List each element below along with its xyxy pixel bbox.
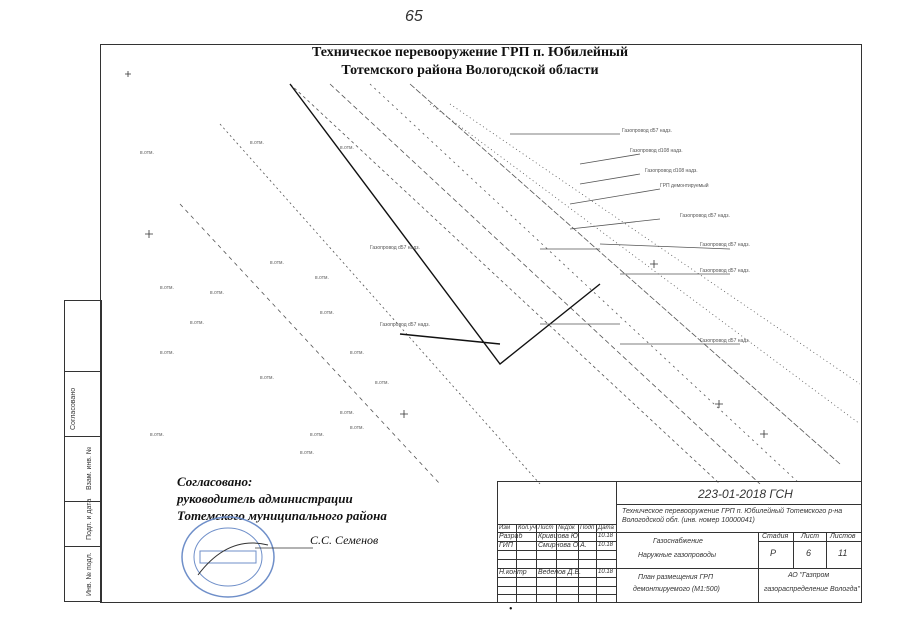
round-seal-icon bbox=[181, 516, 275, 598]
project-name-2: Вологодской обл. (инв. номер 10000041) bbox=[622, 517, 755, 524]
svg-text:в.отм.: в.отм. bbox=[250, 140, 264, 146]
row-name-nkontr: Веденов Д.В. bbox=[538, 569, 582, 576]
svg-text:в.отм.: в.отм. bbox=[270, 260, 284, 266]
project-name: Техническое перевооружение ГРП п. Юбилей… bbox=[622, 508, 843, 515]
svg-text:в.отм.: в.отм. bbox=[315, 275, 329, 281]
svg-text:Газопровод d57 надз.: Газопровод d57 надз. bbox=[700, 242, 750, 248]
section-name-2: Наружные газопроводы bbox=[638, 552, 717, 559]
stage-label: Стадия bbox=[762, 533, 789, 540]
svg-text:Газопровод d57 надз.: Газопровод d57 надз. bbox=[700, 338, 750, 344]
svg-text:в.отм.: в.отм. bbox=[140, 150, 154, 156]
col-header-date: Дата bbox=[598, 525, 614, 531]
svg-text:Газопровод d57 надз.: Газопровод d57 надз. bbox=[380, 322, 430, 328]
svg-text:Газопровод d57 надз.: Газопровод d57 надз. bbox=[622, 128, 672, 134]
signature-line bbox=[255, 547, 313, 549]
svg-text:в.отм.: в.отм. bbox=[150, 432, 164, 438]
row-role-nkontr: Н.контр bbox=[499, 569, 527, 576]
sheet-label: Лист bbox=[801, 533, 820, 540]
col-header-podp: Подп bbox=[580, 525, 595, 531]
svg-text:в.отм.: в.отм. bbox=[340, 410, 354, 416]
approval-block: Согласовано: руководитель администрации … bbox=[177, 473, 387, 524]
drawing-title: Техническое перевооружение ГРП п. Юбилей… bbox=[270, 44, 670, 80]
svg-text:в.отм.: в.отм. bbox=[160, 350, 174, 356]
side-label-agreed: Согласовано bbox=[70, 387, 77, 430]
page-number: 65 bbox=[405, 8, 423, 25]
row-role-dev: Разраб bbox=[499, 533, 523, 540]
approval-line-2: руководитель администрации bbox=[177, 491, 353, 506]
col-header-list: Лист bbox=[538, 525, 554, 531]
svg-text:в.отм.: в.отм. bbox=[350, 350, 364, 356]
sheets-value: 11 bbox=[838, 548, 848, 558]
col-header-izm: Изм bbox=[499, 525, 511, 531]
svg-text:в.отм.: в.отм. bbox=[260, 375, 274, 381]
section-name: Газоснабжение bbox=[653, 538, 703, 545]
col-header-kol: Кол.уч bbox=[518, 525, 536, 531]
approval-line-3: Тотемского муниципального района bbox=[177, 508, 387, 523]
row-name-dev: Кривцова Ю. bbox=[538, 533, 580, 540]
sheet-title: План размещения ГРП bbox=[638, 574, 714, 581]
svg-text:в.отм.: в.отм. bbox=[160, 285, 174, 291]
col-header-doc: №Док bbox=[558, 525, 575, 531]
org-name-2: газораспределение Вологда" bbox=[764, 586, 860, 593]
title-block: 223-01-2018 ГСН Техническое перевооружен… bbox=[497, 481, 862, 603]
row-date-gip: 10.18 bbox=[598, 542, 614, 548]
row-date-nkontr: 10.18 bbox=[598, 569, 614, 575]
svg-text:Газопровод d108 надз.: Газопровод d108 надз. bbox=[630, 148, 683, 154]
svg-text:Газопровод d57 надз.: Газопровод d57 надз. bbox=[680, 213, 730, 219]
title-line-1: Техническое перевооружение ГРП п. Юбилей… bbox=[311, 45, 629, 60]
signer-name: С.С. Семенов bbox=[310, 533, 379, 547]
stage-value: Р bbox=[770, 548, 777, 558]
document-code: 223-01-2018 ГСН bbox=[698, 487, 793, 501]
scan-mark: • bbox=[509, 604, 513, 615]
svg-text:Газопровод d57 надз.: Газопровод d57 надз. bbox=[370, 245, 420, 251]
svg-text:в.отм.: в.отм. bbox=[210, 290, 224, 296]
site-plan: в.отм. в.отм. в.отм. в.отм. в.отм. в.отм… bbox=[125, 71, 860, 484]
org-name: АО "Газпром bbox=[788, 572, 830, 579]
svg-text:в.отм.: в.отм. bbox=[300, 450, 314, 456]
svg-text:в.отм.: в.отм. bbox=[375, 380, 389, 386]
side-label-inv: Инв. № подл. bbox=[86, 552, 93, 596]
side-label-replace: Взам. инв. № bbox=[86, 446, 93, 490]
sheet-value: 6 bbox=[806, 548, 812, 558]
svg-text:ГРП демонтируемый: ГРП демонтируемый bbox=[660, 182, 709, 189]
side-stamp-block bbox=[64, 300, 102, 602]
drawing-frame bbox=[100, 44, 862, 603]
svg-text:в.отм.: в.отм. bbox=[190, 320, 204, 326]
title-line-2: Тотемского района Вологодской области bbox=[341, 63, 599, 78]
svg-text:Газопровод d108 надз.: Газопровод d108 надз. bbox=[645, 168, 698, 174]
row-role-gip: ГИП bbox=[499, 542, 513, 549]
svg-text:Газопровод d57 надз.: Газопровод d57 надз. bbox=[700, 268, 750, 274]
row-date-dev: 10.18 bbox=[598, 533, 614, 539]
side-label-sign: Подп. и дата bbox=[86, 498, 93, 540]
approval-line-1: Согласовано: bbox=[177, 474, 253, 489]
svg-text:в.отм.: в.отм. bbox=[320, 310, 334, 316]
svg-text:в.отм.: в.отм. bbox=[340, 145, 354, 151]
sheets-label: Листов bbox=[830, 533, 856, 540]
svg-text:в.отм.: в.отм. bbox=[350, 425, 364, 431]
row-name-gip: Смирнова О.А. bbox=[538, 542, 587, 549]
svg-text:в.отм.: в.отм. bbox=[310, 432, 324, 438]
sheet-title-2: демонтируемого (М1:500) bbox=[633, 586, 720, 593]
